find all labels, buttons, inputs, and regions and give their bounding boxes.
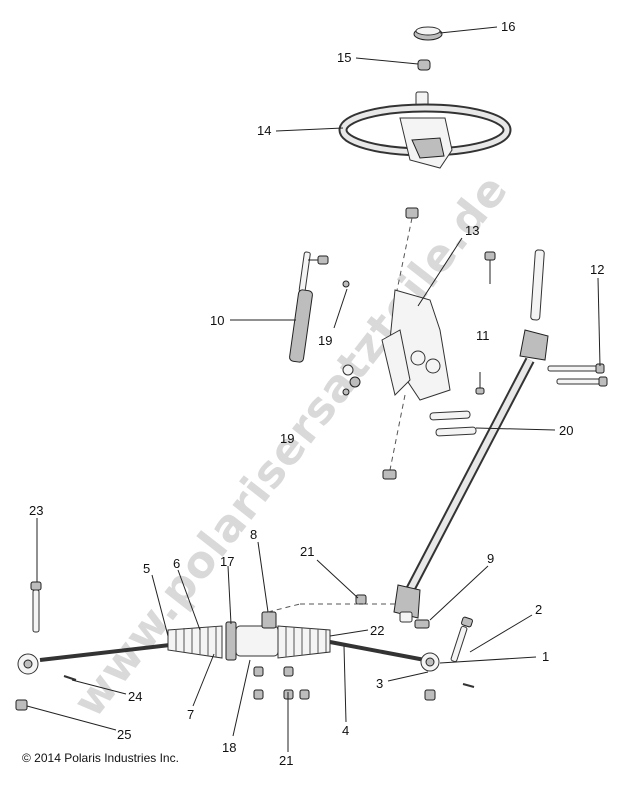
part-24-bolt (30, 581, 42, 633)
callout-24: 23 (29, 503, 43, 518)
part-26-nut (15, 699, 28, 711)
part-21-nut (355, 594, 367, 605)
callout-19-upper: 19 (318, 333, 332, 348)
part-2-bolt (424, 616, 475, 701)
leader-lines (26, 26, 601, 752)
callout-10: 10 (210, 313, 224, 328)
callout-20: 20 (559, 423, 573, 438)
callout-26: 25 (117, 727, 131, 742)
callout-14: 14 (257, 123, 271, 138)
part-13-column-bracket (381, 207, 477, 480)
callout-9: 9 (487, 551, 494, 566)
part-16-cap (413, 26, 443, 41)
part-19-hardware (342, 280, 361, 396)
callout-17: 17 (220, 554, 234, 569)
part-22-nuts (253, 666, 310, 700)
part-20-steering-shaft (393, 249, 549, 623)
callout-25: 24 (128, 689, 142, 704)
part-10-strut (289, 251, 329, 363)
callout-7: 7 (187, 707, 194, 722)
callout-12: 12 (590, 262, 604, 277)
callout-22: 21 (279, 753, 293, 768)
steering-rack-assembly (17, 603, 440, 675)
callout-16: 16 (501, 19, 515, 34)
part-11-bolt (475, 251, 496, 395)
callout-13: 13 (465, 223, 479, 238)
callout-21: 21 (300, 544, 314, 559)
callout-8: 8 (250, 527, 257, 542)
part-14-steering-wheel (338, 103, 512, 169)
callout-4: 4 (342, 723, 349, 738)
callout-1: 1 (542, 649, 549, 664)
callout-23: 22 (370, 623, 384, 638)
callout-5: 5 (143, 561, 150, 576)
callout-3: 3 (376, 676, 383, 691)
callout-11: 11 (476, 328, 490, 343)
part-12-bolts (547, 363, 608, 387)
callout-2: 2 (535, 602, 542, 617)
callouts: 16 15 14 13 12 10 11 19 19 20 23 8 21 9 … (29, 19, 604, 768)
callout-19-lower: 19 (280, 431, 294, 446)
part-9-bolt (414, 619, 430, 629)
callout-18: 18 (222, 740, 236, 755)
part-15-nut (417, 59, 431, 71)
copyright-notice: © 2014 Polaris Industries Inc. (22, 751, 179, 765)
part-25-cotter-pin (63, 675, 77, 681)
callout-15: 15 (337, 50, 351, 65)
callout-6: 6 (173, 556, 180, 571)
